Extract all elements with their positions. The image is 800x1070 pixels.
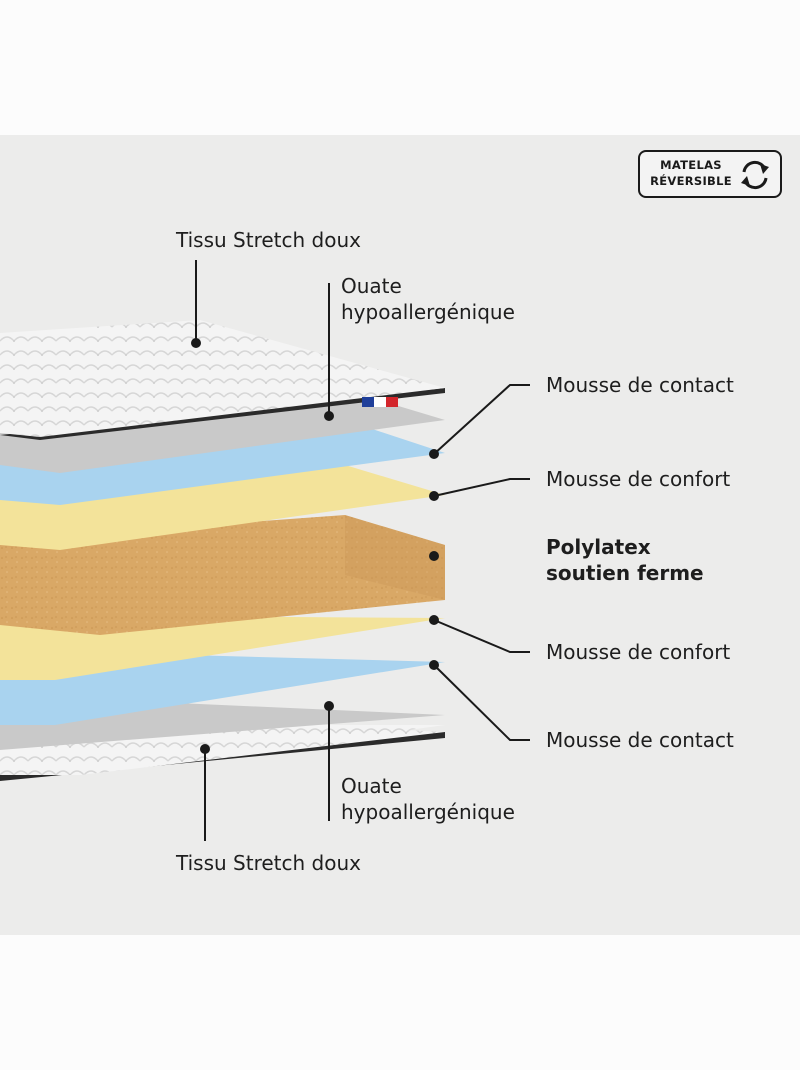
dot-contact-top xyxy=(429,449,439,459)
label-contact-top: Mousse de contact xyxy=(546,373,734,397)
dot-polylatex xyxy=(429,551,439,561)
label-confort-bottom: Mousse de confort xyxy=(546,640,731,664)
leader-confort-top xyxy=(433,478,530,497)
reversible-mattress-badge: MATELAS RÉVERSIBLE xyxy=(638,150,782,198)
label-polylatex-line1: Polylatex xyxy=(546,535,651,559)
label-confort-top: Mousse de confort xyxy=(546,467,731,491)
polylatex-layer xyxy=(0,515,445,635)
label-ouate-bottom-line1: Ouate xyxy=(341,774,402,798)
mattress-diagram-panel xyxy=(0,135,800,935)
dot-tissu-top xyxy=(191,338,201,348)
reverse-arrows-icon xyxy=(741,160,769,190)
dot-contact-bottom xyxy=(429,660,439,670)
french-flag-icon xyxy=(362,397,398,407)
label-tissu-top: Tissu Stretch doux xyxy=(176,228,361,252)
dot-confort-bottom xyxy=(429,615,439,625)
leader-lines xyxy=(195,260,530,841)
label-ouate-bottom-line2: hypoallergénique xyxy=(341,800,515,824)
badge-line-2: RÉVERSIBLE xyxy=(650,174,732,188)
leader-contact-bottom xyxy=(433,664,530,741)
badge-text: MATELAS RÉVERSIBLE xyxy=(648,157,734,189)
badge-line-1: MATELAS xyxy=(660,158,722,172)
fabric-layer-top xyxy=(0,320,445,440)
label-ouate-top-line2: hypoallergénique xyxy=(341,300,515,324)
leader-dots xyxy=(191,338,439,754)
label-polylatex-line2: soutien ferme xyxy=(546,561,704,585)
dot-tissu-bottom xyxy=(200,744,210,754)
label-contact-bottom: Mousse de contact xyxy=(546,728,734,752)
dot-confort-top xyxy=(429,491,439,501)
label-tissu-bottom: Tissu Stretch doux xyxy=(176,851,361,875)
leader-contact-top xyxy=(433,384,530,455)
mattress-layers-illustration xyxy=(0,260,530,841)
dot-ouate-bottom xyxy=(324,701,334,711)
leader-confort-bottom xyxy=(433,619,530,653)
label-ouate-top-line1: Ouate xyxy=(341,274,402,298)
dot-ouate-top xyxy=(324,411,334,421)
